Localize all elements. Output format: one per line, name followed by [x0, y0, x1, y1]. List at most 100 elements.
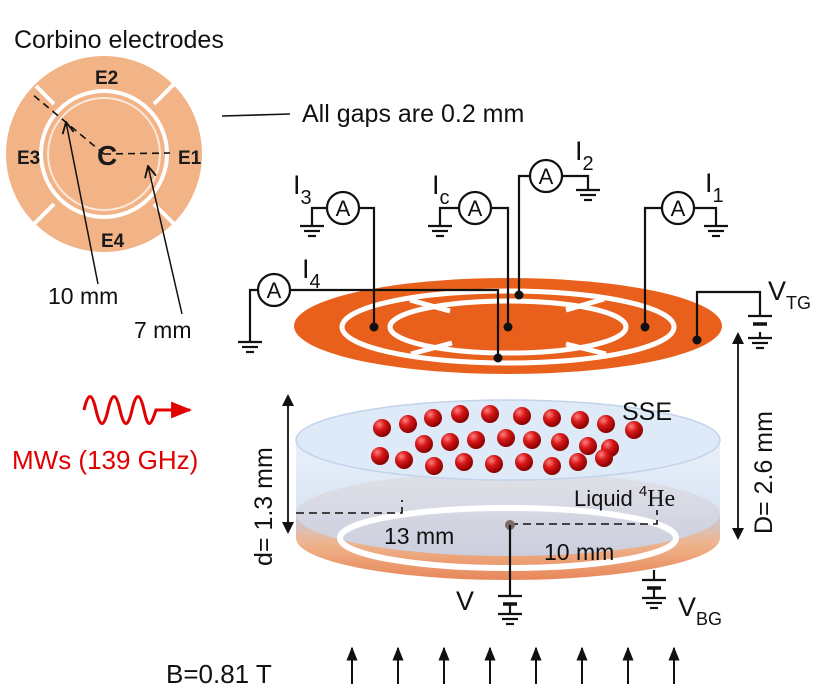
wire-i4: [290, 288, 500, 358]
electron-dot: [485, 455, 503, 473]
bottom-gap-ring: [337, 505, 679, 571]
sse-label: SSE: [622, 398, 672, 426]
wire-i4-ground: [248, 288, 258, 342]
i3-label: I: [293, 170, 301, 200]
vbg-label: V: [678, 592, 696, 622]
ammeter-i2: A: [528, 158, 564, 194]
ground-icon: [300, 224, 324, 238]
height-dimensions: D= 2.6 mm d= 1.3 mm: [250, 332, 778, 566]
electrode-e2-label: E2: [95, 68, 118, 89]
electron-dot: [481, 405, 499, 423]
svg-text:Liquid 4He: Liquid 4He: [574, 483, 675, 512]
top-gap-line: [565, 296, 605, 313]
wiring: [248, 174, 762, 358]
electron-dot: [399, 415, 417, 433]
d-arrow-top: [282, 394, 294, 406]
svg-text:I1: I1: [705, 168, 724, 207]
electron-dot: [569, 453, 587, 471]
top-gap-line: [410, 340, 453, 357]
top-gap-line: [409, 297, 451, 314]
surface-electrons: [371, 405, 643, 475]
ground-icon: [576, 188, 600, 202]
outer-radius-arrow: [66, 122, 99, 285]
inner-radius-arrow: [148, 166, 183, 315]
wire-ic: [491, 206, 510, 327]
ammeter-i4: A: [256, 272, 292, 308]
wire-ic-ground: [438, 206, 459, 226]
battery-vbg-icon: [642, 578, 666, 610]
i2-label: I: [575, 136, 583, 166]
electron-dot: [597, 415, 615, 433]
battery-vtg-icon: [748, 314, 772, 350]
inner-radius-label: 7 mm: [134, 317, 192, 343]
electrode-center-label: C: [97, 140, 117, 171]
vtg-label: V: [768, 276, 786, 306]
microwave-wave-icon: [82, 395, 193, 425]
electron-dot: [571, 411, 589, 429]
svg-text:I3: I3: [293, 170, 312, 209]
ammeter-i1: A: [660, 190, 696, 226]
electron-dot: [595, 449, 613, 467]
electron-dot: [425, 457, 443, 475]
svg-text:I2: I2: [575, 136, 594, 175]
gap-note-leader: [221, 113, 291, 117]
helium-cell: 13 mm 10 mm V VBG Liquid 4He SSE: [295, 398, 722, 629]
wire-i1-ground: [694, 206, 718, 226]
bottom-inner-label: 10 mm: [544, 539, 614, 565]
electron-dot: [515, 453, 533, 471]
top-gap-line: [565, 341, 607, 357]
svg-text:A: A: [671, 196, 686, 221]
electron-dot: [497, 429, 515, 447]
corbino-gap-line: [32, 202, 56, 226]
gap-note: All gaps are 0.2 mm: [302, 100, 524, 128]
ammeter-i3: A: [325, 190, 361, 226]
ground-symbols: [238, 188, 772, 354]
corbino-inner-rim: [47, 97, 161, 211]
mw-label: MWs (139 GHz): [12, 445, 198, 475]
svg-text:A: A: [539, 164, 554, 189]
i4-label: I: [302, 254, 310, 284]
electron-dot: [371, 447, 389, 465]
d-arrow-bottom: [282, 522, 294, 534]
electron-dot: [424, 409, 442, 427]
electron-dot: [467, 431, 485, 449]
i1-label: I: [705, 168, 713, 198]
liquid-superscript: 4: [639, 483, 647, 500]
field-label: B=0.81 T: [166, 659, 272, 689]
D-arrow-top: [732, 332, 744, 344]
field-arrows: [346, 646, 680, 684]
ammeter-ic: A: [457, 190, 493, 226]
svg-text:A: A: [468, 196, 483, 221]
electron-dot: [625, 421, 643, 439]
ammeters: A A A A A: [256, 158, 696, 308]
bottom-outer-dim-line: [296, 500, 403, 514]
wire-i3-ground: [310, 206, 327, 226]
magnetic-field: B=0.81 T: [166, 646, 680, 689]
wire-i1: [643, 206, 662, 327]
electrode-e4-label: E4: [101, 231, 125, 252]
svg-text:VBG: VBG: [678, 592, 722, 629]
liquid-element: He: [647, 486, 675, 512]
vbg-subscript: BG: [696, 609, 722, 629]
svg-text:VTG: VTG: [768, 276, 811, 313]
electron-dot: [523, 431, 541, 449]
ground-icon: [704, 224, 728, 238]
D-arrow-bottom: [732, 528, 744, 540]
ic-subscript: c: [440, 187, 450, 209]
electron-dot: [455, 453, 473, 471]
i3-subscript: 3: [301, 187, 312, 209]
electron-dot: [415, 435, 433, 453]
i4-subscript: 4: [310, 271, 321, 293]
bottom-outer-label: 13 mm: [384, 523, 454, 549]
d-label: d= 1.3 mm: [250, 447, 278, 566]
bottom-inner-dim-line: [510, 510, 658, 525]
v-label: V: [456, 586, 474, 616]
electron-dot: [451, 405, 469, 423]
vtg-subscript: TG: [786, 293, 811, 313]
svg-text:A: A: [336, 196, 351, 221]
electron-dot: [579, 437, 597, 455]
corbino-gap-line: [34, 84, 56, 106]
liquid-label: Liquid: [574, 486, 639, 511]
battery-v-icon: [498, 594, 522, 626]
